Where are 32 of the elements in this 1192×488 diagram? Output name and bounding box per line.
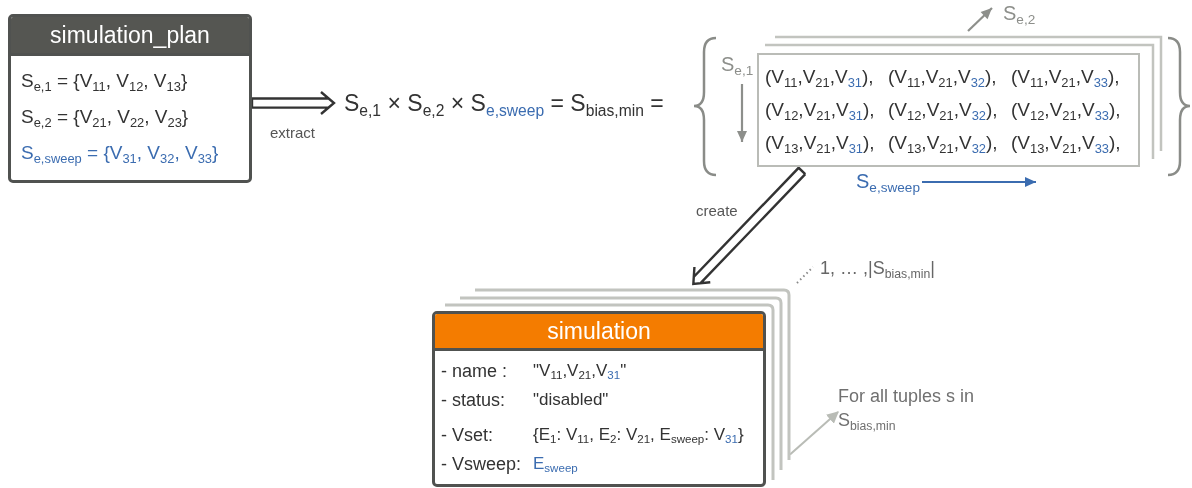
tuple: (V$_{11}$,V$_{21}$,V$_{32}$), [888, 66, 998, 88]
tuple: (V$_{11}$,V$_{21}$,V$_{33}$), [1011, 66, 1121, 88]
double-arrow [692, 166, 807, 286]
set-equation: S$_{e,1}$ × S$_{e,2}$ × S$_{e,sweep}$ = S$_{bias,min}$ = [334, 86, 690, 120]
attribute-name: - name : [441, 361, 509, 382]
set-definition: S$_{e,sweep}$ = {V$_{31}$, V$_{32}$, V$_{33}$} [21, 142, 220, 164]
arrow [789, 411, 839, 456]
axis-label: 1, … ,|S$_{bias,min}$| [820, 258, 935, 279]
axis-label: S$_{e,sweep}$ [856, 170, 920, 193]
axis-label: S$_{e,2}$ [1003, 2, 1036, 25]
tuple: (V$_{11}$,V$_{21}$,V$_{31}$), [765, 66, 875, 88]
tuple: (V$_{12}$,V$_{21}$,V$_{33}$), [1011, 99, 1122, 121]
box-title: simulation [435, 314, 763, 351]
attribute-name: - Vsweep: [441, 454, 523, 475]
attribute-name: - status: [441, 390, 507, 411]
tuple: (V$_{13}$,V$_{21}$,V$_{32}$), [888, 132, 999, 154]
attribute-value: "disabled" [533, 390, 610, 411]
tuple: (V$_{12}$,V$_{21}$,V$_{31}$), [765, 99, 876, 121]
attribute-value: E$_{sweep}$ [533, 454, 579, 475]
attribute-value: {E$_{1}$: V$_{11}$, E$_{2}$: V$_{21}$, E$_{sweep}$: V$_{31}$} [533, 425, 745, 446]
set-definition: S$_{e,1}$ = {V$_{11}$, V$_{12}$, V$_{13}$} [21, 70, 189, 92]
set-definition: S$_{e,2}$ = {V$_{21}$, V$_{22}$, V$_{23}$} [21, 106, 190, 128]
axis-label: S$_{e,1}$ [721, 53, 754, 76]
tuple: (V$_{13}$,V$_{21}$,V$_{31}$), [765, 132, 876, 154]
attribute-name: - Vset: [441, 425, 494, 446]
tuple: (V$_{13}$,V$_{21}$,V$_{33}$), [1011, 132, 1122, 154]
note-text: For all tuples s in S$_{bias,min}$ [838, 384, 998, 432]
class-box [8, 14, 252, 183]
box-title: simulation_plan [11, 17, 249, 56]
attribute-value: "V$_{11}$,V$_{21}$,V$_{31}$" [533, 361, 628, 382]
tuple: (V$_{12}$,V$_{21}$,V$_{32}$), [888, 99, 999, 121]
double-arrow [250, 90, 336, 116]
